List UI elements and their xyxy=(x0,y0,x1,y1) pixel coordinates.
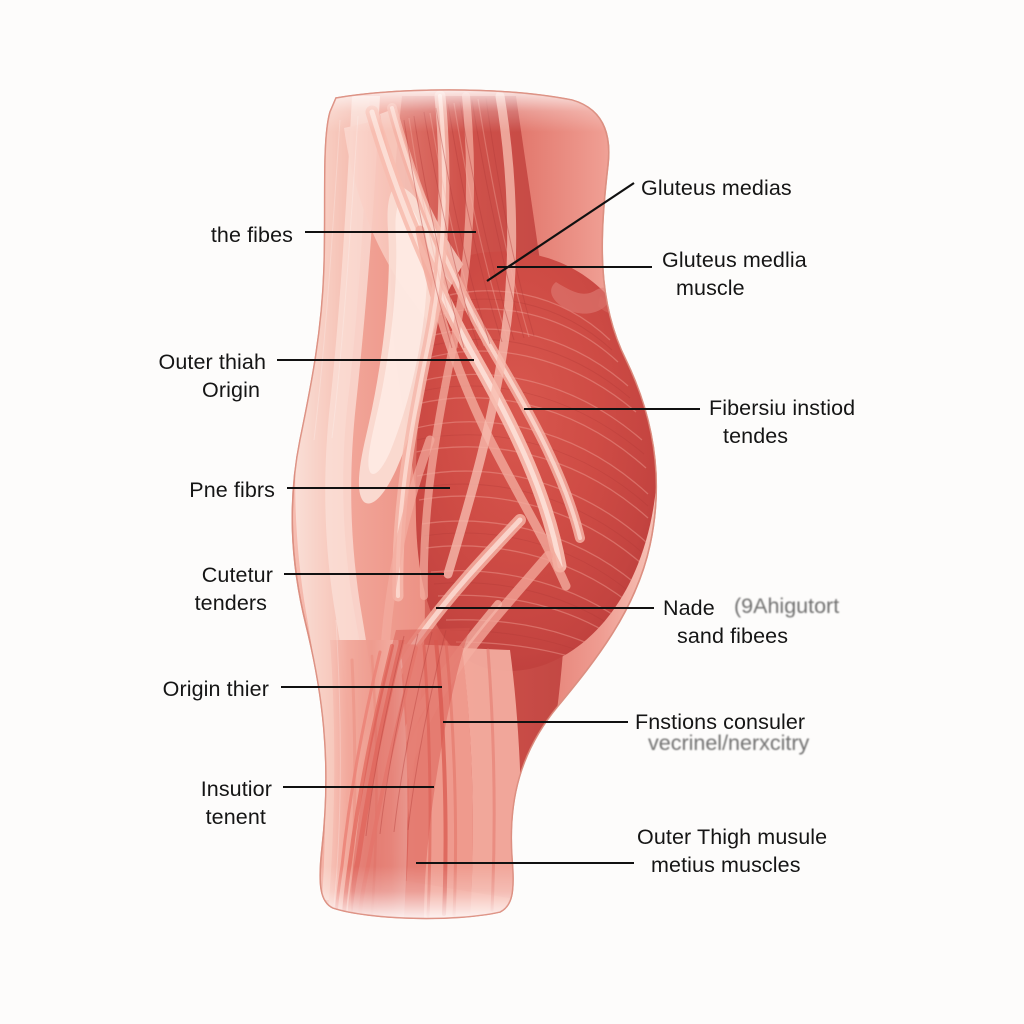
label-line-1: Insutior xyxy=(200,777,272,801)
label-line-1: the fibes xyxy=(210,223,293,247)
label-fnstions-consuler: Fnstions consuler xyxy=(635,708,805,736)
label-line-2: sand fibees xyxy=(677,624,789,649)
label-outer-thigh-musule: Outer Thigh musule metius muscles xyxy=(637,823,827,880)
ghost-text-consuler-overprint: vecrinel/nerxcitry xyxy=(648,731,810,755)
label-origin-thier: Origin thier xyxy=(163,675,269,703)
label-the-fibes: the fibes xyxy=(211,221,293,249)
label-cutetur-tenders: Cutetur tenders xyxy=(195,561,273,618)
label-gluteus-medias: Gluteus medias xyxy=(641,174,792,202)
lower-thigh-bands xyxy=(328,640,522,919)
label-pne-fibrs: Pne fibrs xyxy=(189,476,275,504)
lower-deep-bundles xyxy=(351,628,470,918)
label-line-1: Nade xyxy=(663,596,715,620)
label-line-1: Cutetur xyxy=(201,563,273,587)
label-gluteus-medlia-muscle: Gluteus medlia muscle xyxy=(662,246,807,303)
label-line-2: muscle xyxy=(676,276,745,301)
label-line-2: tendes xyxy=(723,424,789,449)
label-line-2: metius muscles xyxy=(651,853,801,878)
label-line-2: tenent xyxy=(205,805,266,830)
label-line-1: Fnstions consuler xyxy=(635,710,806,734)
label-line-1: Fibersiu instiod xyxy=(709,396,856,420)
leader-line-gluteus-medias xyxy=(486,182,635,282)
label-insutior-tenent: Insutior tenent xyxy=(201,775,272,832)
label-line-1: Outer Thigh musule xyxy=(637,825,828,849)
label-line-2: Origin xyxy=(202,378,260,403)
leader-lines xyxy=(277,182,700,864)
label-line-1: Outer thiah xyxy=(158,350,266,374)
label-line-1: Pne fibrs xyxy=(189,478,275,502)
label-fibersiu-instiod: Fibersiu instiod tendes xyxy=(709,394,855,451)
label-line-1: Gluteus medias xyxy=(641,176,792,200)
label-line-1: Origin thier xyxy=(162,677,269,701)
ghost-text-nade-overprint: (9Ahigutort xyxy=(734,594,840,618)
limb-outline xyxy=(291,89,657,920)
label-line-2: tenders xyxy=(194,591,267,616)
label-nade-higutort: Nade sand fibees xyxy=(663,594,788,651)
label-line-1: Gluteus medlia xyxy=(662,248,807,272)
